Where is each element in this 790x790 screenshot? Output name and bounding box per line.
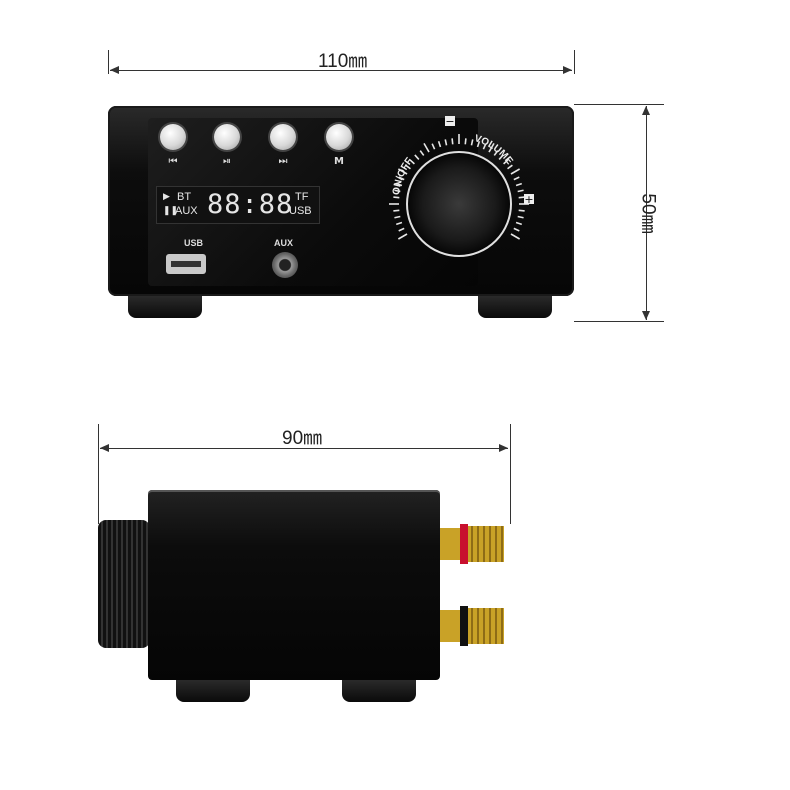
mode-button[interactable] [326, 124, 352, 150]
volume-knob-side[interactable] [98, 520, 150, 648]
scale-tick [498, 154, 504, 160]
play-indicator-icon: ▶ [163, 191, 170, 201]
amplifier-front-view: ⏮ ⏯ ⏭ M ▶ BT ❚❚ AUX 88:88 TF USB USB AUX [108, 106, 574, 296]
usb-indicator: USB [289, 205, 312, 217]
skip-back-icon: ⏮ [168, 156, 178, 167]
control-panel: ⏮ ⏯ ⏭ M ▶ BT ❚❚ AUX 88:88 TF USB USB AUX [148, 118, 478, 286]
scale-tick [513, 176, 520, 181]
aux-indicator: AUX [175, 205, 198, 217]
scale-tick [393, 196, 400, 199]
front-width-label: 110㎜ [318, 51, 368, 72]
scale-tick [397, 168, 408, 175]
scale-tick [397, 233, 408, 240]
side-foot-left [176, 680, 250, 702]
front-foot-left [128, 296, 202, 318]
play-pause-icon: ⏯ [223, 156, 231, 167]
scale-tick [464, 138, 467, 145]
scale-tick [409, 159, 415, 165]
scale-tick [395, 182, 403, 187]
scale-tick [515, 221, 523, 226]
scale-tick [395, 221, 403, 226]
scale-tick [510, 168, 521, 175]
minus-sign: − [445, 115, 454, 128]
front-height-label: 50㎜ [637, 193, 659, 234]
scale-tick [503, 159, 509, 165]
side-foot-right [342, 680, 416, 702]
scale-tick [507, 164, 513, 170]
front-foot-right [478, 296, 552, 318]
side-width-label: 90㎜ [282, 428, 323, 449]
mode-icon: M [334, 156, 344, 167]
scale-tick [393, 209, 400, 212]
bt-indicator: BT [177, 191, 192, 203]
scale-tick [405, 164, 411, 170]
scale-tick [414, 154, 420, 160]
play-pause-button[interactable] [214, 124, 240, 150]
volume-knob[interactable]: ON/OFF VOLUME − + [374, 114, 544, 284]
scale-tick [476, 140, 481, 148]
scale-tick [518, 196, 525, 199]
scale-tick [510, 233, 521, 240]
scale-tick [398, 176, 405, 181]
scale-tick [419, 150, 425, 156]
scale-tick [394, 215, 401, 219]
scale-tick [398, 227, 405, 232]
amplifier-side-view [148, 490, 440, 680]
usb-port-label: USB [184, 238, 204, 248]
lcd-display: ▶ BT ❚❚ AUX 88:88 TF USB [156, 186, 320, 224]
scale-tick [470, 139, 474, 146]
minus-icon [445, 116, 455, 126]
time-digits: 88:88 [207, 189, 294, 220]
scale-tick [517, 189, 524, 193]
scale-tick [394, 189, 401, 193]
next-button[interactable] [270, 124, 296, 150]
speaker-terminal-red[interactable] [440, 522, 504, 566]
tf-indicator: TF [295, 191, 309, 203]
plus-icon [524, 194, 534, 204]
skip-forward-icon: ⏭ [278, 156, 288, 167]
knob-cap [406, 151, 512, 257]
scale-tick [444, 139, 448, 146]
speaker-terminal-black[interactable] [440, 604, 504, 648]
volume-scale-ticks [389, 134, 529, 240]
scale-tick [482, 143, 487, 150]
scale-tick [437, 140, 442, 148]
plus-sign: + [524, 193, 533, 206]
scale-tick [518, 209, 525, 212]
scale-tick [488, 142, 495, 153]
aux-jack[interactable] [272, 252, 298, 278]
scale-tick [493, 150, 499, 156]
pause-indicator-icon: ❚❚ [163, 205, 179, 215]
prev-button[interactable] [160, 124, 186, 150]
scale-tick [515, 182, 523, 187]
scale-tick [431, 143, 436, 150]
scale-tick [451, 138, 454, 145]
scale-tick [517, 215, 524, 219]
aux-port-label: AUX [274, 238, 294, 248]
scale-tick [513, 227, 520, 232]
scale-tick [423, 142, 430, 153]
usb-port[interactable] [166, 254, 206, 274]
